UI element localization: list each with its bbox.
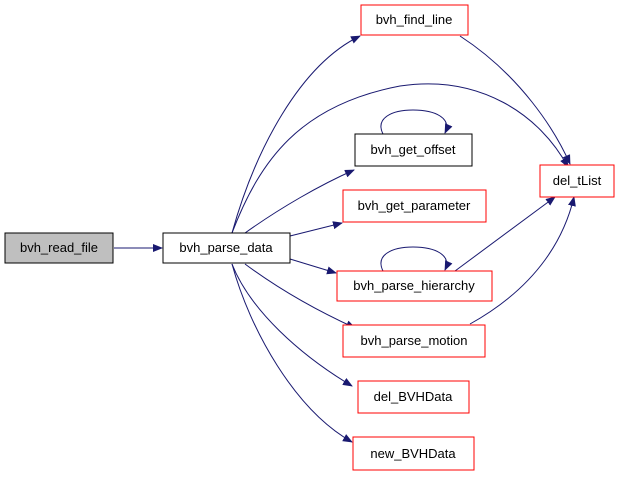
edge-parse-data-to-parse-hierarchy: [289, 258, 337, 275]
node-label: del_BVHData: [374, 389, 454, 404]
edge-parse-hierarchy-self-loop: [380, 246, 453, 272]
edge-find-line-to-del-tlist: [459, 35, 571, 165]
edges: [114, 35, 576, 443]
node-bvh-get-offset[interactable]: bvh_get_offset: [354, 133, 473, 167]
node-new-bvhdata[interactable]: new_BVHData: [352, 436, 475, 471]
edge-parse-data-to-del-bvhdata: [231, 263, 353, 387]
node-bvh-read-file[interactable]: bvh_read_file: [4, 232, 114, 264]
edge-parse-motion-to-del-tlist: [469, 196, 576, 325]
node-label: del_tList: [553, 173, 602, 188]
node-label: bvh_find_line: [376, 12, 453, 27]
node-bvh-parse-data[interactable]: bvh_parse_data: [162, 232, 291, 264]
node-bvh-get-parameter[interactable]: bvh_get_parameter: [342, 189, 487, 223]
edge-get-offset-self-loop: [380, 109, 453, 135]
edge-parse-data-to-del-tlist: [231, 83, 569, 234]
node-del-tlist[interactable]: del_tList: [539, 164, 615, 198]
edge-parse-data-to-find-line: [231, 35, 361, 234]
edge-parse-data-to-parse-motion: [244, 263, 356, 329]
node-label: bvh_parse_hierarchy: [353, 278, 475, 293]
node-label: bvh_get_offset: [370, 142, 455, 157]
node-label: bvh_get_parameter: [358, 198, 471, 213]
node-label: bvh_parse_data: [179, 240, 273, 255]
node-bvh-parse-motion[interactable]: bvh_parse_motion: [342, 324, 486, 358]
edge-parse-data-to-get-parameter: [289, 221, 343, 237]
node-bvh-parse-hierarchy[interactable]: bvh_parse_hierarchy: [336, 270, 493, 302]
node-label: bvh_read_file: [20, 240, 98, 255]
node-bvh-find-line[interactable]: bvh_find_line: [360, 4, 469, 36]
edge-parse-data-to-get-offset: [244, 169, 355, 234]
node-del-bvhdata[interactable]: del_BVHData: [357, 380, 470, 414]
node-label: bvh_parse_motion: [361, 333, 468, 348]
edge-parse-data-to-new-bvhdata: [231, 263, 353, 443]
node-label: new_BVHData: [370, 446, 456, 461]
edge-parse-hierarchy-to-del-tlist: [454, 196, 556, 272]
